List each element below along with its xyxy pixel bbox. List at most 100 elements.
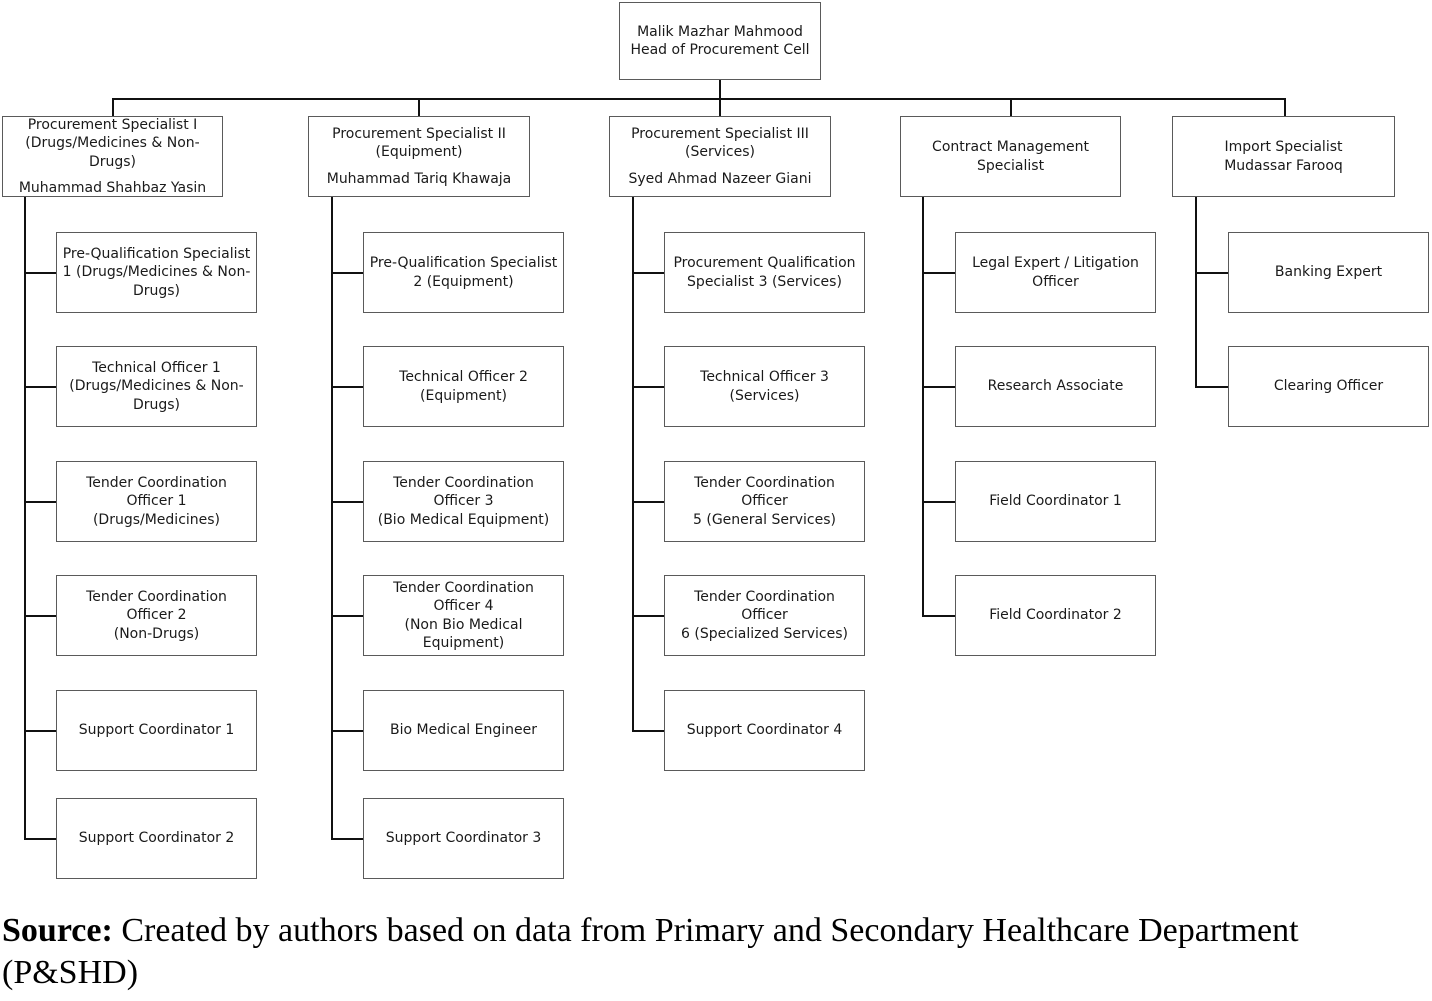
branch-line [25, 386, 56, 388]
role-box: Tender Coordination Officer 5 (General S… [664, 461, 865, 542]
header-drop-1 [112, 99, 114, 116]
role-label: Tender Coordination Officer 5 (General S… [693, 474, 836, 528]
specialist-header-text: Contract Management Specialist [932, 139, 1089, 174]
header-drop-5 [1284, 99, 1286, 116]
role-box: Bio Medical Engineer [363, 690, 564, 771]
branch-line [633, 501, 664, 503]
role-box: Support Coordinator 4 [664, 690, 865, 771]
role-box: Legal Expert / Litigation Officer [955, 232, 1156, 313]
specialist-header-5: Import Specialist Mudassar Farooq [1172, 116, 1395, 197]
role-box: Support Coordinator 3 [363, 798, 564, 879]
head-of-procurement-box: Malik Mazhar Mahmood Head of Procurement… [619, 2, 821, 80]
role-label: Tender Coordination Officer 3 (Bio Medic… [377, 474, 550, 528]
role-label: Support Coordinator 4 [686, 722, 843, 739]
role-box: Banking Expert [1228, 232, 1429, 313]
role-label: Banking Expert [1274, 264, 1383, 281]
role-box: Pre-Qualification Specialist 1 (Drugs/Me… [56, 232, 257, 313]
header-drop-4 [1010, 99, 1012, 116]
role-box: Tender Coordination Officer 3 (Bio Medic… [363, 461, 564, 542]
branch-line [25, 615, 56, 617]
source-label: Source: [2, 912, 113, 949]
branch-line [332, 615, 363, 617]
specialist-header-text: Procurement Specialist II (Equipment) [332, 125, 506, 161]
source-note: Source: Created by authors based on data… [2, 910, 1430, 994]
role-label: Technical Officer 2 (Equipment) [399, 369, 528, 404]
role-label: Bio Medical Engineer [390, 722, 537, 739]
role-box: Tender Coordination Officer 4 (Non Bio M… [363, 575, 564, 656]
branch-line [332, 501, 363, 503]
specialist-header-1: Procurement Specialist I (Drugs/Medicine… [2, 116, 223, 197]
role-box: Support Coordinator 1 [56, 690, 257, 771]
branch-line [633, 272, 664, 274]
role-box: Support Coordinator 2 [56, 798, 257, 879]
header-drop-3 [719, 99, 721, 116]
role-box: Technical Officer 3 (Services) [664, 346, 865, 427]
role-box: Technical Officer 1 (Drugs/Medicines & N… [56, 346, 257, 427]
role-label: Support Coordinator 3 [385, 830, 542, 847]
spine-line-2 [331, 197, 333, 840]
role-label: Field Coordinator 1 [989, 493, 1122, 510]
branch-line [633, 386, 664, 388]
role-label: Support Coordinator 1 [78, 722, 235, 739]
role-label: Procurement Qualification Specialist 3 (… [673, 255, 856, 290]
head-title: Head of Procurement Cell [630, 42, 810, 58]
header-drop-2 [418, 99, 420, 116]
branch-line [633, 615, 664, 617]
spine-line-4 [922, 197, 924, 617]
branch-line [332, 272, 363, 274]
role-box: Field Coordinator 1 [955, 461, 1156, 542]
branch-line [923, 501, 955, 503]
spine-line-3 [632, 197, 634, 732]
specialist-header-text: Procurement Specialist I (Drugs/Medicine… [25, 116, 200, 170]
role-label: Tender Coordination Officer 1 (Drugs/Med… [86, 474, 227, 528]
role-box: Research Associate [955, 346, 1156, 427]
role-label: Support Coordinator 2 [78, 830, 235, 847]
specialist-header-text: Muhammad Shahbaz Yasin [18, 179, 207, 196]
specialist-header-text: Procurement Specialist III (Services) [631, 125, 809, 161]
branch-line [1196, 386, 1228, 388]
org-chart: Malik Mazhar Mahmood Head of Procurement… [2, 2, 1429, 879]
specialist-header-text: Muhammad Tariq Khawaja [326, 170, 512, 187]
specialist-header-text: Syed Ahmad Nazeer Giani [628, 170, 812, 187]
source-text: Created by authors based on data from Pr… [2, 912, 1299, 991]
branch-line [25, 501, 56, 503]
role-label: Tender Coordination Officer 2 (Non-Drugs… [86, 588, 227, 642]
role-label: Pre-Qualification Specialist 1 (Drugs/Me… [62, 245, 251, 299]
role-label: Clearing Officer [1273, 378, 1384, 395]
head-name: Malik Mazhar Mahmood [637, 23, 803, 40]
specialist-header-3: Procurement Specialist III (Services) Sye… [609, 116, 831, 197]
role-box: Procurement Qualification Specialist 3 (… [664, 232, 865, 313]
role-box: Pre-Qualification Specialist 2 (Equipmen… [363, 232, 564, 313]
top-bus-line [112, 98, 1286, 100]
role-label: Tender Coordination Officer 4 (Non Bio M… [393, 579, 534, 651]
branch-line [923, 272, 955, 274]
branch-line [923, 386, 955, 388]
role-label: Legal Expert / Litigation Officer [972, 255, 1139, 290]
specialist-header-4: Contract Management Specialist [900, 116, 1121, 197]
role-label: Technical Officer 3 (Services) [700, 369, 829, 404]
role-label: Research Associate [987, 378, 1124, 395]
branch-line [25, 272, 56, 274]
branch-line [923, 615, 955, 617]
role-label: Field Coordinator 2 [989, 607, 1122, 624]
specialist-header-text: Import Specialist Mudassar Farooq [1224, 139, 1343, 174]
specialist-header-2: Procurement Specialist II (Equipment) Muh… [308, 116, 530, 197]
spine-line-1 [24, 197, 26, 840]
head-connector [719, 80, 721, 99]
branch-line [1196, 272, 1228, 274]
branch-line [25, 730, 56, 732]
role-box: Clearing Officer [1228, 346, 1429, 427]
branch-line [25, 838, 56, 840]
role-box: Tender Coordination Officer 2 (Non-Drugs… [56, 575, 257, 656]
spine-line-5 [1195, 197, 1197, 388]
role-label: Pre-Qualification Specialist 2 (Equipmen… [369, 255, 558, 290]
branch-line [332, 730, 363, 732]
branch-line [633, 730, 664, 732]
role-box: Tender Coordination Officer 1 (Drugs/Med… [56, 461, 257, 542]
role-label: Tender Coordination Officer 6 (Specializ… [681, 588, 848, 642]
role-label: Technical Officer 1 (Drugs/Medicines & N… [69, 359, 244, 413]
role-box: Field Coordinator 2 [955, 575, 1156, 656]
branch-line [332, 838, 363, 840]
role-box: Technical Officer 2 (Equipment) [363, 346, 564, 427]
branch-line [332, 386, 363, 388]
